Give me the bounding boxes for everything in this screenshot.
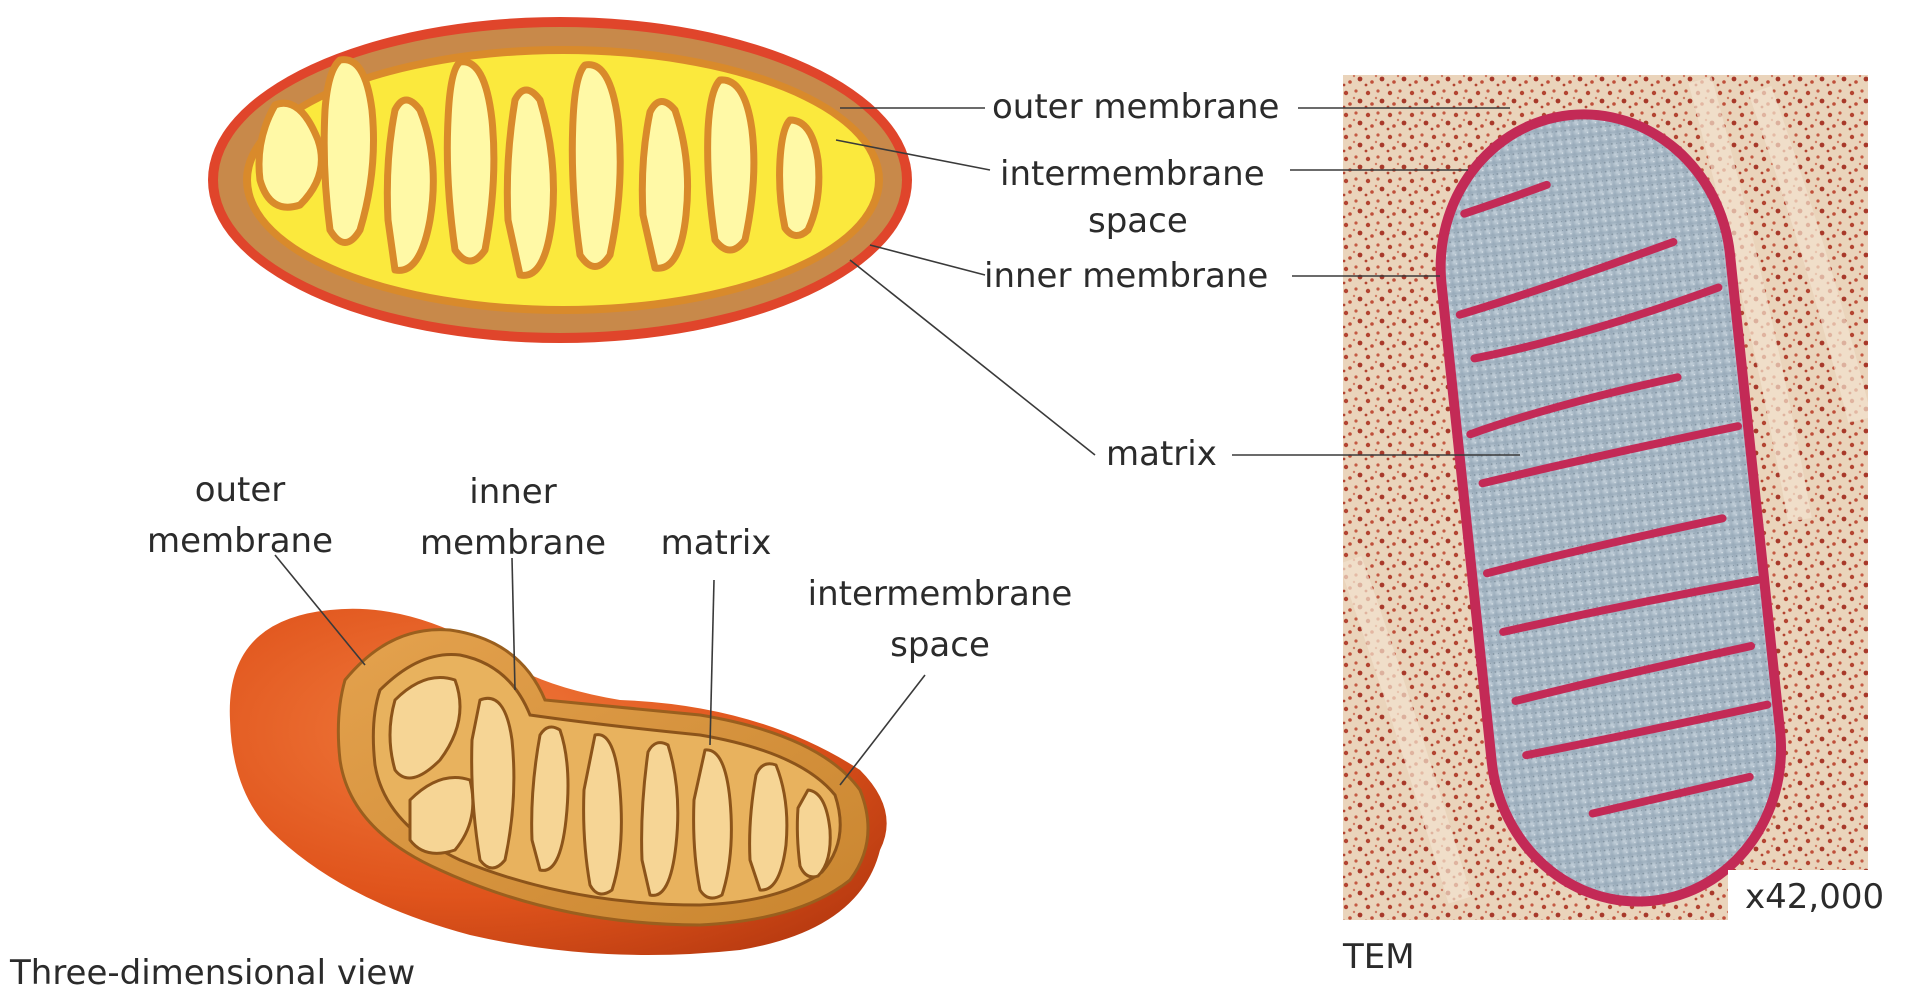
label-3d-outer-line1: outer	[195, 470, 286, 510]
tem-micrograph: x42,000 TEM	[1232, 75, 1884, 977]
label-intermembrane-line1: intermembrane	[1000, 154, 1265, 194]
leader-matrix	[849, 259, 1096, 456]
label-intermembrane-line2: space	[1088, 201, 1188, 241]
cristae-2d	[255, 56, 823, 279]
caption-3d: Three-dimensional view	[9, 953, 415, 993]
mitochondrion-3d-diagram: outer membrane inner membrane matrix int…	[9, 470, 1072, 993]
leader-intermembrane-space	[835, 139, 991, 171]
leader-3d-outer	[274, 554, 366, 666]
leader-inner-membrane	[869, 244, 986, 276]
caption-tem: TEM	[1342, 937, 1415, 977]
magnification-box	[1728, 870, 1868, 920]
label-3d-outer-line2: membrane	[147, 521, 333, 561]
label-3d-intermembrane-line2: space	[890, 625, 990, 665]
tem-cell-strands	[1343, 76, 1868, 904]
tem-cristae	[1455, 180, 1772, 818]
label-inner-membrane: inner membrane	[984, 256, 1268, 296]
label-3d-intermembrane-line1: intermembrane	[808, 574, 1073, 614]
leader-3d-inner	[511, 557, 516, 691]
label-3d-matrix: matrix	[661, 523, 772, 563]
label-3d-inner-line1: inner	[469, 472, 556, 512]
label-outer-membrane: outer membrane	[992, 87, 1279, 127]
leader-3d-intermembrane	[839, 674, 926, 786]
magnification-label: x42,000	[1745, 877, 1884, 917]
mitochondrion-2d-diagram: outer membrane intermembrane space inner…	[208, 17, 1279, 474]
label-matrix: matrix	[1106, 434, 1217, 474]
cristae-3d	[388, 676, 832, 900]
leader-3d-matrix	[709, 579, 715, 746]
tem-mitochondrion	[1435, 109, 1787, 907]
label-3d-inner-line2: membrane	[420, 523, 606, 563]
